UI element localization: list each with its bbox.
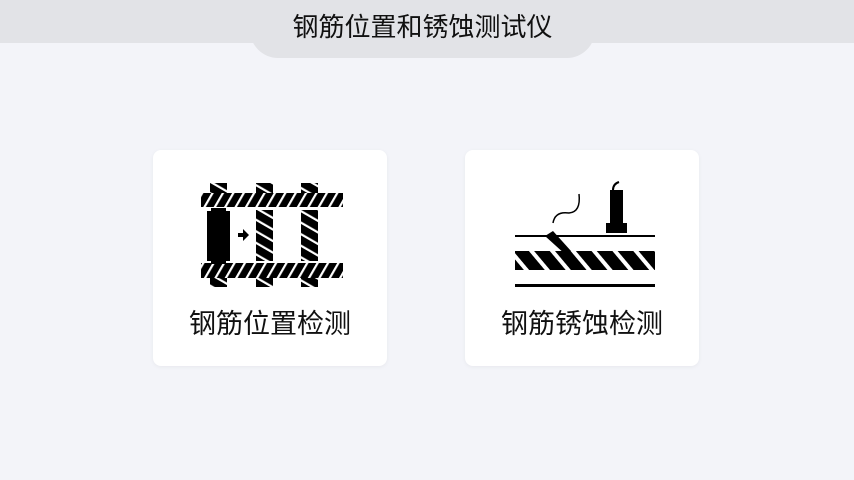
card-label: 钢筋锈蚀检测 — [501, 309, 663, 340]
rebar-corrosion-icon — [515, 181, 655, 287]
card-label: 钢筋位置检测 — [189, 309, 351, 340]
rebar-position-detection-button[interactable]: 钢筋位置检测 — [153, 150, 387, 366]
header-tab — [250, 0, 595, 58]
rebar-position-icon — [201, 183, 343, 287]
rebar-corrosion-detection-button[interactable]: 钢筋锈蚀检测 — [465, 150, 699, 366]
page-title: 钢筋位置和锈蚀测试仪 — [292, 13, 553, 43]
